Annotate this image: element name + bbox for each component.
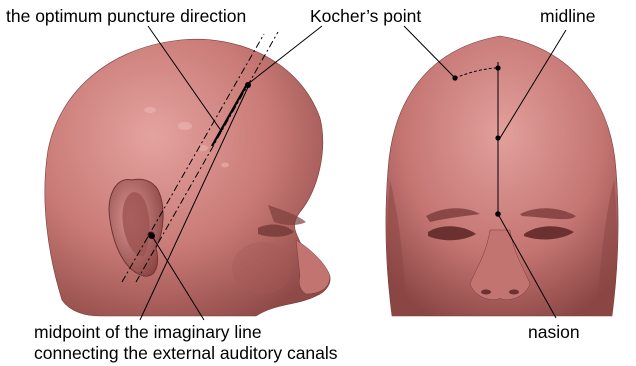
midline-dot-mid — [495, 135, 500, 140]
kochers-point-dot-front — [452, 75, 457, 80]
label-nasion: nasion — [528, 322, 580, 342]
lateral-head-view — [45, 39, 330, 316]
nasion-dot — [495, 211, 501, 217]
label-kochers-point: Kocher’s point — [310, 6, 421, 26]
cheek-shade — [232, 242, 292, 294]
label-puncture-direction: the optimum puncture direction — [6, 6, 246, 26]
midline-dot-top — [495, 65, 500, 70]
nose — [296, 240, 330, 294]
label-midpoint-line2: connecting the external auditory canals — [34, 343, 338, 363]
kochers-point-dot-side — [245, 82, 251, 88]
label-midpoint-line1: midpoint of the imaginary line — [34, 322, 262, 342]
nostril-left — [481, 290, 491, 295]
nostril-right — [509, 290, 519, 295]
frontal-head-view — [386, 36, 618, 316]
label-midline: midline — [540, 6, 595, 26]
ear-canal-dot — [149, 233, 155, 239]
